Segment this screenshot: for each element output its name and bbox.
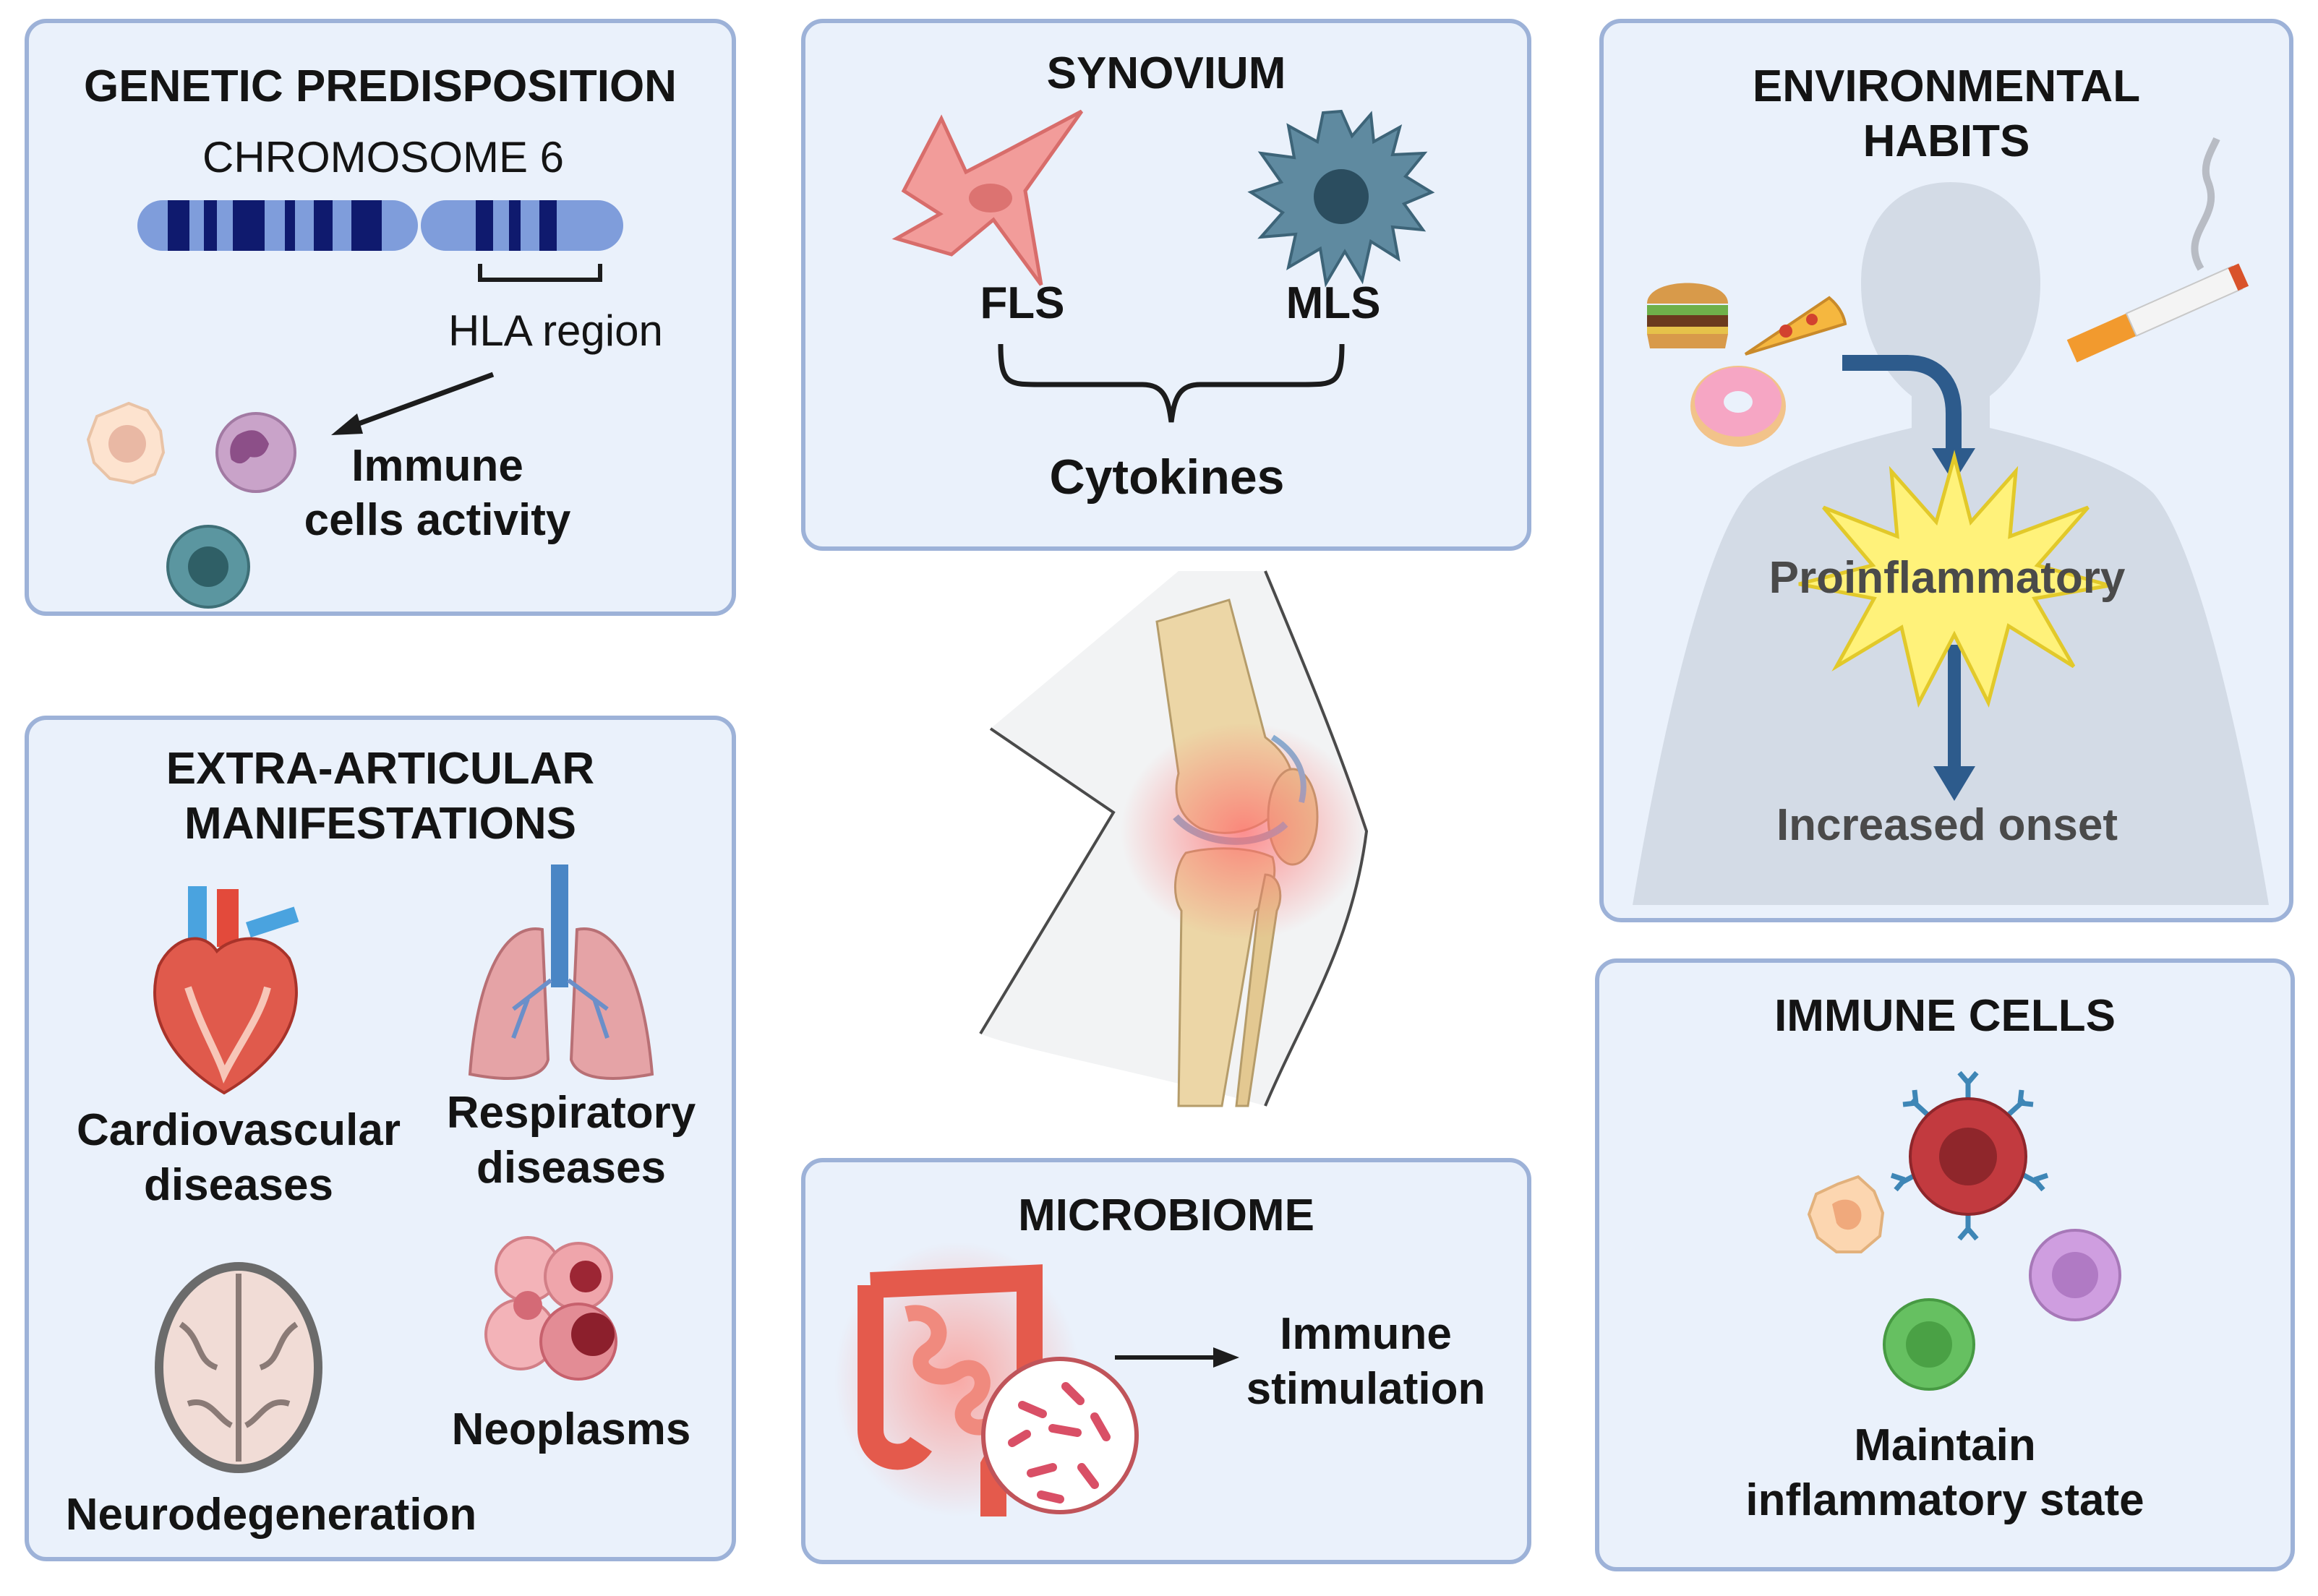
mls-label: MLS — [1286, 278, 1381, 328]
heart-icon — [153, 886, 299, 1095]
environmental-title-1: ENVIRONMENTAL — [1752, 61, 2141, 111]
immune-stimulation-label-1: Immune — [1280, 1309, 1452, 1359]
burst-icon — [1798, 450, 2110, 708]
proinflammatory-label: Proinflammatory — [1769, 553, 2126, 603]
immune-cells-title: IMMUNE CELLS — [1774, 991, 2116, 1041]
microbiome-title: MICROBIOME — [1018, 1190, 1314, 1240]
food-icon — [1647, 283, 1847, 447]
intestine-icon — [834, 1242, 1139, 1516]
lungs-icon — [468, 864, 654, 1080]
knee-joint-illustration — [979, 570, 1369, 1107]
neurodegeneration-label: Neurodegeneration — [65, 1490, 477, 1540]
panel-microbiome: MICROBIOME Immune stimulation — [801, 1158, 1531, 1564]
cardiovascular-label-2: diseases — [144, 1160, 333, 1210]
extra-title-2: MANIFESTATIONS — [184, 799, 576, 849]
respiratory-label-2: diseases — [476, 1143, 666, 1193]
immune-cells-activity-label-1: Immune — [351, 441, 523, 491]
maintain-inflammatory-label-1: Maintain — [1854, 1420, 2036, 1470]
synovium-title: SYNOVIUM — [1046, 48, 1286, 98]
fls-label: FLS — [980, 278, 1065, 328]
cardiovascular-label-1: Cardiovascular — [77, 1105, 401, 1155]
fibroblast-icon — [891, 109, 1084, 286]
immune-cells-activity-label-2: cells activity — [304, 495, 571, 545]
brain-icon — [155, 1262, 322, 1473]
panel-synovium: SYNOVIUM FLS MLS Cytokines — [801, 19, 1531, 551]
arrow-icon — [331, 372, 495, 435]
chromosome-label: CHROMOSOME 6 — [202, 133, 565, 181]
immune-cell-icon — [86, 401, 296, 609]
environmental-title-2: HABITS — [1862, 116, 2030, 166]
immune-stimulation-label-2: stimulation — [1246, 1364, 1486, 1414]
extra-title-1: EXTRA-ARTICULAR — [166, 744, 595, 794]
panel-genetic-predisposition: GENETIC PREDISPOSITION CHROMOSOME 6 HLA … — [25, 19, 736, 616]
hla-region-label: HLA region — [448, 306, 663, 355]
brace-icon — [998, 343, 1345, 423]
genetic-title: GENETIC PREDISPOSITION — [84, 61, 677, 111]
respiratory-label-1: Respiratory — [446, 1088, 696, 1138]
panel-environmental-habits: ENVIRONMENTAL HABITS Proinflammatory Inc… — [1599, 19, 2293, 922]
cigarette-icon — [2066, 137, 2249, 363]
neoplasms-label: Neoplasms — [451, 1404, 691, 1454]
increased-onset-label: Increased onset — [1776, 800, 2118, 850]
maintain-inflammatory-label-2: inflammatory state — [1745, 1475, 2144, 1525]
cytokines-label: Cytokines — [1049, 450, 1285, 505]
panel-extra-articular: EXTRA-ARTICULAR MANIFESTATIONS Cardiovas… — [25, 716, 736, 1561]
tumor-icon — [484, 1236, 617, 1381]
chromosome-icon — [137, 200, 623, 282]
panel-immune-cells: IMMUNE CELLS Maintain inflammatory state — [1595, 958, 2295, 1571]
arrow-icon — [1115, 1347, 1239, 1368]
macrophage-icon — [1247, 109, 1435, 288]
immune-cells-icon — [1807, 1071, 2121, 1391]
